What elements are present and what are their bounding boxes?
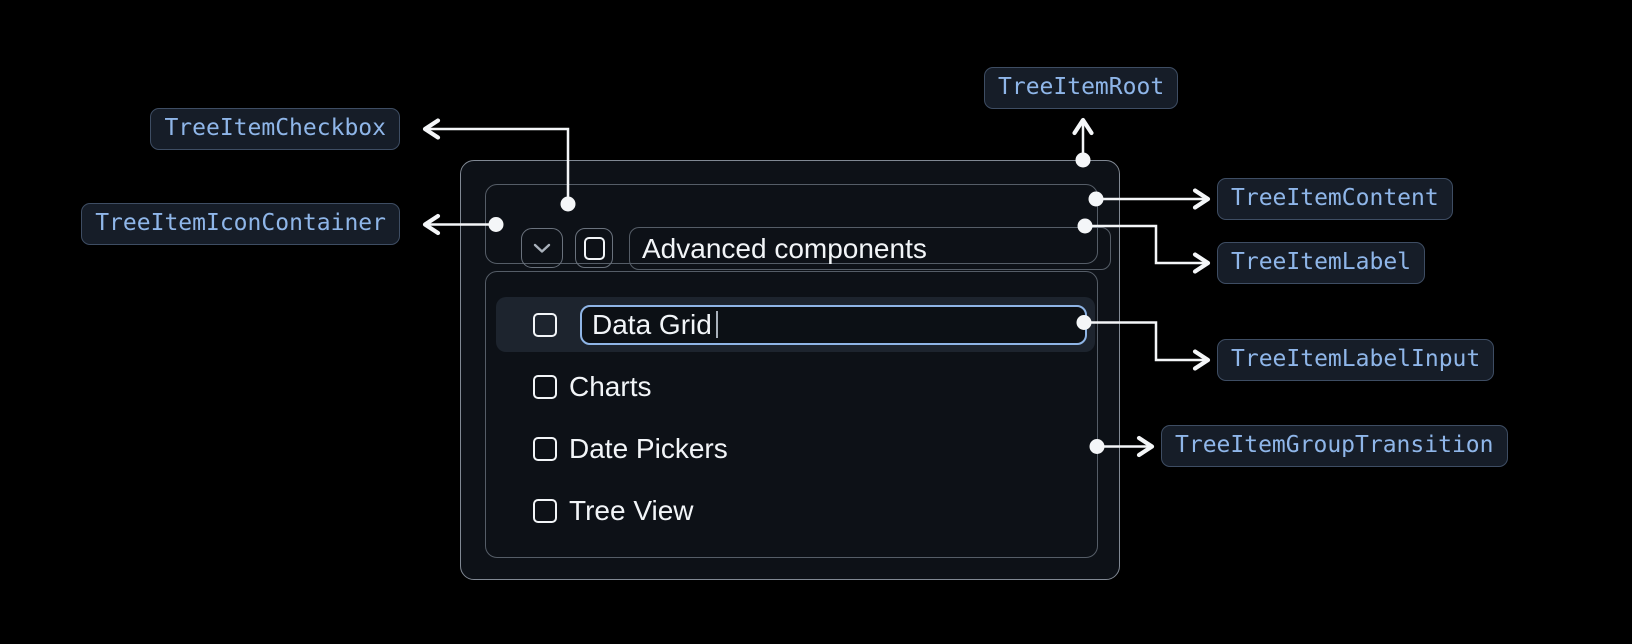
arrow-right-icon	[1192, 349, 1211, 371]
tree-row[interactable]: Charts	[496, 359, 1095, 414]
arrow-left-icon	[422, 213, 441, 236]
badge-tree-item-label: TreeItemLabel	[1217, 242, 1426, 284]
tree-item-label-input[interactable]: Data Grid	[580, 304, 1087, 345]
tree-item-label[interactable]: Advanced components	[629, 227, 1111, 270]
arrow-right-icon	[1136, 435, 1155, 458]
arrow-right-icon	[1192, 188, 1211, 210]
badge-tree-item-content: TreeItemContent	[1217, 178, 1453, 220]
checkbox-unchecked-icon[interactable]	[533, 498, 557, 523]
tree-item-root: Advanced components Data Grid Charts Dat…	[460, 160, 1120, 580]
badge-tree-item-checkbox: TreeItemCheckbox	[150, 108, 400, 150]
checkbox-unchecked-icon[interactable]	[533, 374, 557, 399]
tree-item-checkbox[interactable]	[575, 228, 613, 268]
arrow-up-icon	[1072, 117, 1094, 136]
badge-tree-item-label-input: TreeItemLabelInput	[1217, 339, 1495, 381]
tree-row-editing[interactable]: Data Grid	[496, 297, 1095, 352]
tree-item-group-transition: Data Grid Charts Date Pickers Tree View	[485, 271, 1098, 558]
checkbox-unchecked-icon[interactable]	[533, 436, 557, 461]
tree-row-label: Date Pickers	[569, 432, 728, 464]
arrow-left-icon	[422, 118, 441, 140]
tree-row-label: Charts	[569, 370, 652, 402]
badge-tree-item-root: TreeItemRoot	[984, 67, 1179, 109]
chevron-down-icon	[533, 243, 551, 253]
checkbox-unchecked-icon[interactable]	[533, 312, 557, 337]
badge-tree-item-group-transition: TreeItemGroupTransition	[1161, 425, 1508, 467]
badge-tree-item-icon-container: TreeItemIconContainer	[81, 203, 400, 245]
parent-label-text: Advanced components	[642, 232, 927, 264]
label-input-value: Data Grid	[592, 308, 712, 340]
tree-item-icon-container[interactable]	[521, 228, 563, 268]
tree-row[interactable]: Tree View	[496, 483, 1095, 538]
checkbox-unchecked-icon	[583, 236, 605, 260]
tree-item-content[interactable]: Advanced components	[485, 184, 1111, 270]
text-cursor	[715, 311, 719, 338]
tree-row-label: Tree View	[569, 494, 694, 526]
arrow-right-icon	[1192, 252, 1211, 274]
tree-row[interactable]: Date Pickers	[496, 421, 1095, 476]
